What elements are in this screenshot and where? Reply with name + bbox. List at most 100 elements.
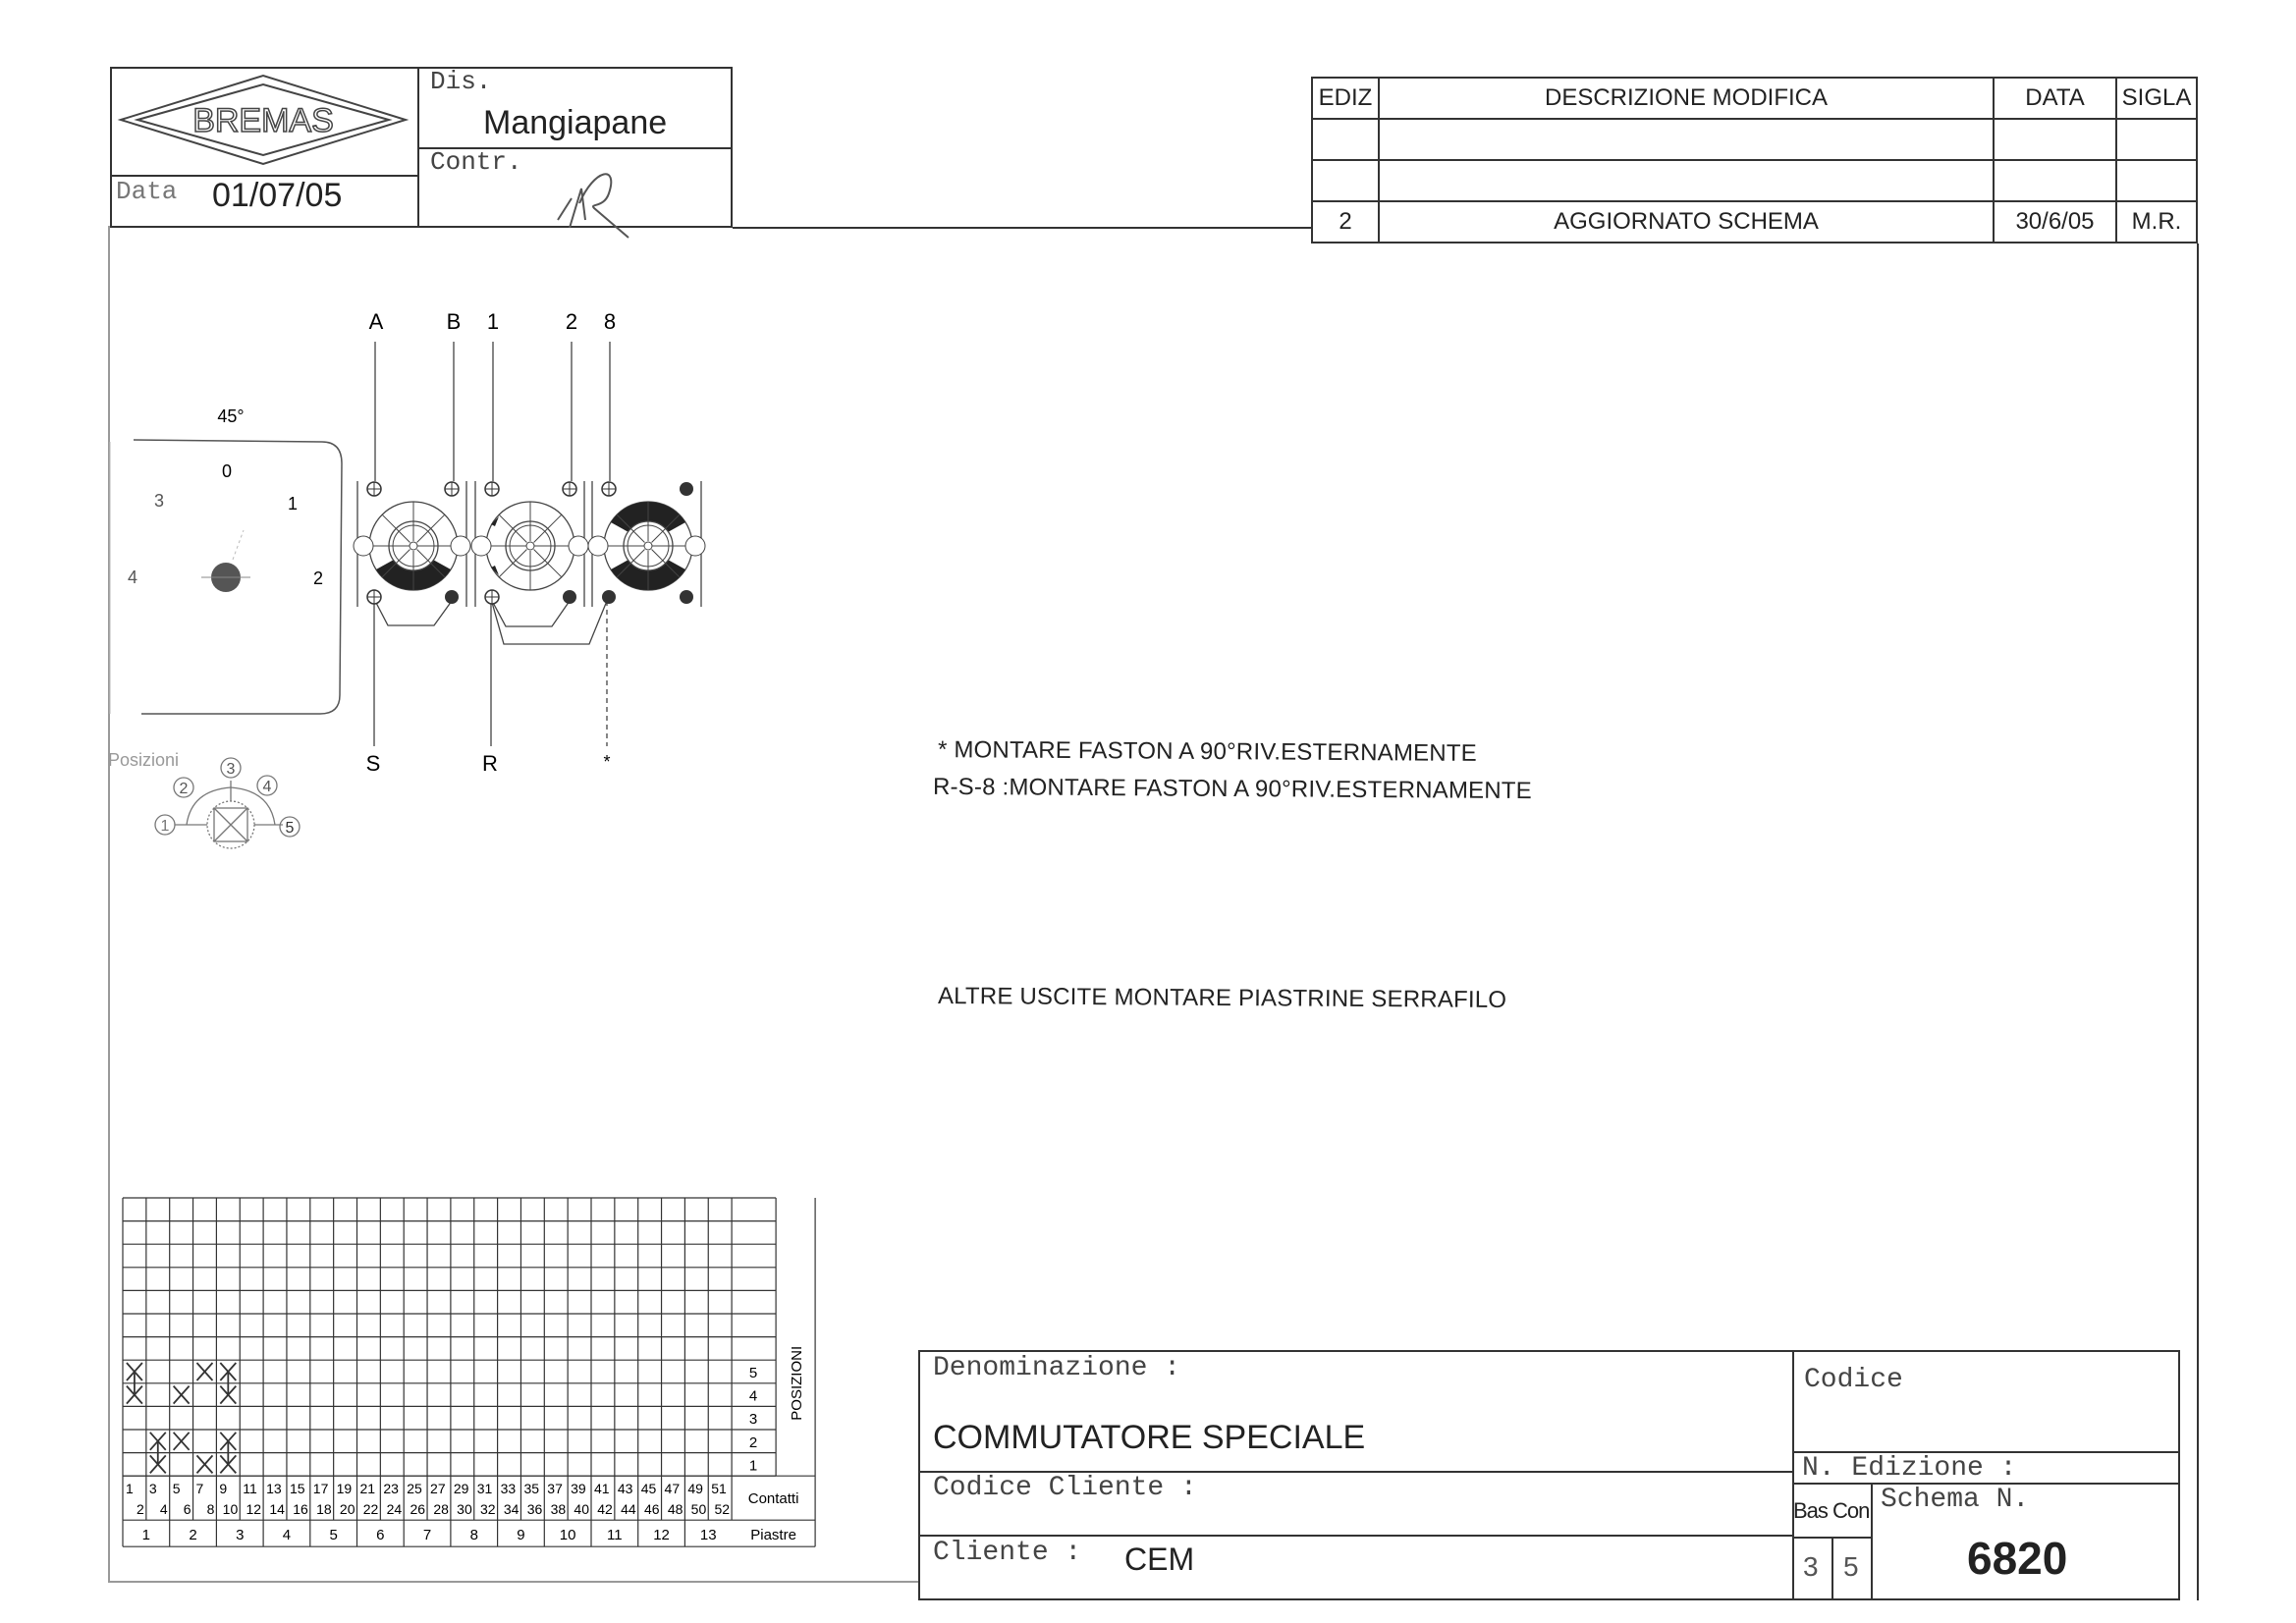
terminal-label-star: * <box>603 752 610 772</box>
contact-number: 28 <box>433 1501 449 1517</box>
piastre-label: Piastre <box>750 1527 796 1543</box>
contact-number: 41 <box>594 1481 610 1496</box>
contact-number: 7 <box>196 1481 204 1496</box>
frame-bottom-line <box>108 1581 918 1583</box>
contact-number: 46 <box>644 1501 660 1517</box>
contact-number: 13 <box>266 1481 282 1496</box>
piastra-number: 10 <box>560 1527 576 1543</box>
position-number: 4 <box>749 1388 757 1405</box>
contact-number: 8 <box>207 1501 215 1517</box>
contact-number: 27 <box>430 1481 446 1496</box>
revision-header-row: EDIZ DESCRIZIONE MODIFICA DATA SIGLA <box>1311 77 2198 120</box>
contact-number: 16 <box>293 1501 308 1517</box>
faston-terminal-icon <box>563 590 576 604</box>
terminal-label-8: 8 <box>604 309 616 334</box>
contact-number: 50 <box>691 1501 707 1517</box>
rev-sigla <box>2115 118 2198 161</box>
position-number: 3 <box>749 1411 757 1428</box>
piastra-number: 11 <box>607 1527 623 1543</box>
contact-number: 14 <box>269 1501 285 1517</box>
note-faston-star: * MONTARE FASTON A 90°RIV.ESTERNAMENTE <box>937 736 1477 767</box>
tb-divider <box>1871 1483 1873 1600</box>
con-value: 5 <box>1843 1551 1859 1582</box>
contact-number: 6 <box>184 1501 191 1517</box>
faston-terminal-icon <box>602 590 616 604</box>
svg-text:BREMAS: BREMAS <box>192 102 334 139</box>
dis-label: Dis. <box>430 67 492 96</box>
contact-number: 36 <box>527 1501 543 1517</box>
tb-divider <box>1792 1451 2180 1453</box>
tb-divider <box>1792 1483 2180 1485</box>
contact-number: 40 <box>574 1501 589 1517</box>
terminal-label-b: B <box>447 309 462 334</box>
denominazione-label: Denominazione : <box>933 1353 1181 1383</box>
switch-module-2 <box>470 481 589 607</box>
angle-label: 45° <box>217 406 244 426</box>
piastra-number: 7 <box>423 1527 431 1543</box>
rev-data <box>1993 118 2117 161</box>
rev-data <box>1993 159 2117 202</box>
dial-pos-4: 4 <box>128 568 137 587</box>
rev-ediz: 2 <box>1311 200 1380 243</box>
contact-number: 49 <box>687 1481 703 1496</box>
contact-number: 21 <box>360 1481 376 1496</box>
contact-number: 33 <box>501 1481 517 1496</box>
cam-notch <box>491 566 499 575</box>
bas-value: 3 <box>1803 1551 1819 1582</box>
cliente-label: Cliente : <box>933 1538 1082 1568</box>
frame-left-line <box>108 226 110 1581</box>
contact-number: 4 <box>160 1501 168 1517</box>
rev-ediz <box>1311 118 1380 161</box>
dial-pos-0: 0 <box>222 461 232 481</box>
tb-divider <box>1831 1537 1833 1600</box>
posizioni-label: Posizioni <box>108 750 179 770</box>
data-label: Data <box>116 177 178 206</box>
switch-diagram: 45° 0 1 2 3 4 A B 1 2 8 S R * Posizioni <box>98 285 727 815</box>
contact-number: 15 <box>290 1481 305 1496</box>
contact-number: 51 <box>711 1481 727 1496</box>
contact-number: 35 <box>523 1481 539 1496</box>
piastra-number: 12 <box>653 1527 670 1543</box>
contact-number: 9 <box>219 1481 227 1496</box>
contact-number: 24 <box>387 1501 403 1517</box>
contact-number: 52 <box>715 1501 731 1517</box>
terminal-label-2: 2 <box>566 309 577 334</box>
revision-table: EDIZ DESCRIZIONE MODIFICA DATA SIGLA 2 A… <box>1311 77 2198 243</box>
terminal-label-s: S <box>366 751 381 776</box>
header-data-divider <box>110 175 417 177</box>
position-number: 2 <box>749 1434 757 1451</box>
contact-number: 20 <box>340 1501 355 1517</box>
rev-ediz <box>1311 159 1380 202</box>
positions-symbol: 1 2 3 4 5 <box>147 746 314 854</box>
faston-terminal-icon <box>680 590 693 604</box>
rev-sigla: M.R. <box>2115 200 2198 243</box>
dial-pos-3: 3 <box>154 491 164 511</box>
faston-terminal-icon <box>680 482 693 496</box>
con-label: Con <box>1832 1498 1870 1523</box>
contact-number: 17 <box>313 1481 329 1496</box>
contact-closed-mark <box>149 1454 167 1474</box>
contact-number: 30 <box>457 1501 472 1517</box>
contact-number: 1 <box>126 1481 134 1496</box>
col-data: DATA <box>1993 77 2117 120</box>
rev-sigla <box>2115 159 2198 202</box>
side-lug <box>470 535 492 557</box>
col-sigla: SIGLA <box>2115 77 2198 120</box>
side-lug <box>587 535 609 557</box>
revision-row <box>1311 159 2198 202</box>
schema-label: Schema N. <box>1881 1485 2030 1515</box>
schema-number: 6820 <box>1967 1533 2068 1584</box>
col-descrizione: DESCRIZIONE MODIFICA <box>1378 77 1995 120</box>
contr-signature <box>550 159 638 247</box>
switch-module-1 <box>353 481 471 607</box>
rev-desc: AGGIORNATO SCHEMA <box>1378 200 1995 243</box>
contact-number: 19 <box>337 1481 353 1496</box>
contact-number: 32 <box>480 1501 496 1517</box>
contact-number: 23 <box>383 1481 399 1496</box>
contact-number: 18 <box>316 1501 332 1517</box>
dial-pos-2: 2 <box>313 568 323 588</box>
piastra-number: 9 <box>517 1527 524 1543</box>
contact-number: 25 <box>407 1481 422 1496</box>
contact-number: 37 <box>547 1481 563 1496</box>
terminal-label-r: R <box>482 751 498 776</box>
